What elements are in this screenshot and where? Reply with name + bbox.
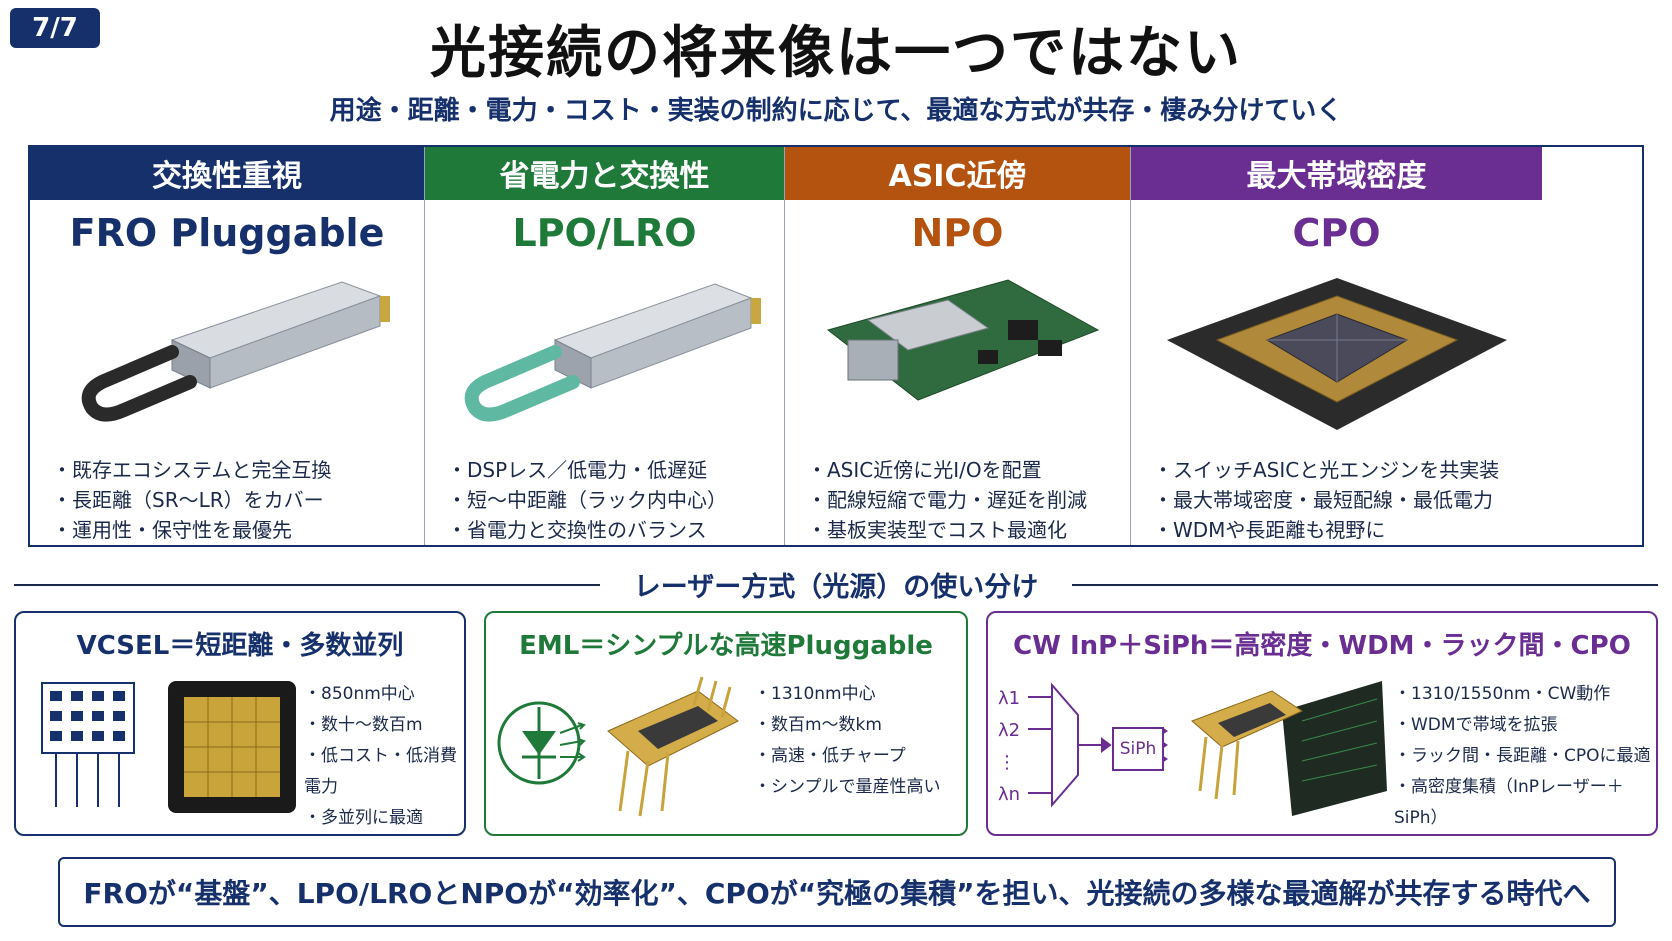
bullet: 数百m〜数km — [754, 710, 941, 741]
bullet: 1310nm中心 — [754, 679, 941, 710]
bullet: ラック間・長距離・CPOに最適 — [1394, 741, 1656, 772]
laser-title: CW InP＋SiPh＝高密度・WDM・ラック間・CPO — [1013, 631, 1631, 661]
bullet: ASIC近傍に光I/Oを配置 — [807, 455, 1130, 485]
siph-block: SiPh — [1112, 727, 1164, 771]
bullet: 多並列に最適 — [304, 803, 464, 834]
page-subtitle: 用途・距離・電力・コスト・実装の制約に応じて、最適な方式が共存・棲み分けていく — [329, 96, 1343, 126]
wdm-mux-diagram — [1028, 682, 1168, 808]
bullet: 省電力と交換性のバランス — [447, 515, 784, 545]
bullet: WDMで帯域を拡張 — [1394, 710, 1656, 741]
column-header: 交換性重視 — [30, 147, 424, 200]
column-bullets: DSPレス／低電力・低遅延 短〜中距離（ラック内中心） 省電力と交換性のバランス — [425, 445, 784, 545]
column-name: CPO — [1292, 210, 1381, 255]
lpo-module-illustration — [464, 283, 761, 422]
bullet: 短〜中距離（ラック内中心） — [447, 485, 784, 515]
bullet: DSPレス／低電力・低遅延 — [447, 455, 784, 485]
conclusion-box: FROが“基盤”、LPO/LROとNPOが“効率化”、CPOが“究極の集積”を担… — [58, 857, 1616, 927]
bullet: 高速・低チャープ — [754, 741, 941, 772]
wavelength-labels: λ1 λ2 ⋮ λn — [998, 683, 1028, 811]
bullet: 低コスト・低消費電力 — [304, 741, 464, 803]
wavelength-label: λ2 — [998, 720, 1021, 741]
bullet: 基板実装型でコスト最適化 — [807, 515, 1130, 545]
column-name: FRO Pluggable — [69, 210, 385, 255]
column-name: LPO/LRO — [512, 210, 697, 255]
column-header: 省電力と交換性 — [425, 147, 784, 200]
cpo-package-illustration — [1166, 278, 1507, 431]
vcsel-chip-image — [168, 681, 296, 813]
laser-card-eml: EML＝シンプルな高速Pluggable 1310nm中心 数百m〜数km 高速… — [484, 611, 968, 836]
architecture-comparison: 交換性重視 FRO Pluggable 既存エコシステムと完全互換 長距離（SR… — [28, 145, 1644, 547]
lpo-module-image — [425, 266, 784, 445]
bullet: 数十〜数百m — [304, 710, 464, 741]
vcsel-array-icon — [41, 682, 135, 807]
column-bullets: スイッチASICと光エンジンを共実装 最大帯域密度・最短配線・最低電力 WDMや… — [1131, 445, 1542, 545]
column-cpo: 最大帯域密度 CPO スイッチASICと光エンジンを共実装 最大帯域密度・最短配… — [1131, 147, 1542, 545]
laser-title: VCSEL＝短距離・多数並列 — [76, 631, 404, 661]
laser-card-cw-inp-siph: CW InP＋SiPh＝高密度・WDM・ラック間・CPO λ1 λ2 ⋮ λn … — [986, 611, 1658, 836]
laser-diode-icon — [497, 701, 586, 785]
page-badge: 7/7 — [10, 8, 100, 48]
wavelength-label: λ1 — [998, 688, 1021, 709]
bullet: 高密度集積（InPレーザー＋SiPh） — [1394, 772, 1656, 834]
laser-bullets: 1310nm中心 数百m〜数km 高速・低チャープ シンプルで量産性高い — [754, 679, 941, 803]
page-title: 光接続の将来像は一つではない — [430, 21, 1242, 86]
cpo-package-image — [1131, 266, 1542, 445]
column-name: NPO — [911, 210, 1004, 255]
wavelength-label: λn — [998, 784, 1021, 805]
column-bullets: 既存エコシステムと完全互換 長距離（SR〜LR）をカバー 運用性・保守性を最優先 — [30, 445, 424, 545]
laser-title: EML＝シンプルな高速Pluggable — [519, 631, 933, 661]
bullet: 1310/1550nm・CW動作 — [1394, 679, 1656, 710]
npo-board-illustration — [826, 279, 1099, 401]
laser-card-vcsel: VCSEL＝短距離・多数並列 850nm中心 数十〜数百m 低コスト・低消費電力… — [14, 611, 466, 836]
column-header: 最大帯域密度 — [1131, 147, 1542, 200]
inp-siph-module-image — [1191, 681, 1387, 816]
bullet: 運用性・保守性を最優先 — [52, 515, 424, 545]
bullet: 配線短縮で電力・遅延を削減 — [807, 485, 1130, 515]
bullet: 850nm中心 — [304, 679, 464, 710]
bullet: 既存エコシステムと完全互換 — [52, 455, 424, 485]
eml-butterfly-package-image — [607, 676, 739, 817]
bullet: スイッチASICと光エンジンを共実装 — [1153, 455, 1542, 485]
column-fro: 交換性重視 FRO Pluggable 既存エコシステムと完全互換 長距離（SR… — [30, 147, 425, 545]
section-title: レーザー方式（光源）の使い分け — [600, 565, 1072, 604]
bullet: 長距離（SR〜LR）をカバー — [52, 485, 424, 515]
column-header: ASIC近傍 — [785, 147, 1130, 200]
column-npo: ASIC近傍 NPO ASIC近傍に光I/Oを配置 配線短縮で電力・遅延を削減 … — [785, 147, 1131, 545]
bullet: WDMや長距離も視野に — [1153, 515, 1542, 545]
pluggable-module-illustration — [81, 281, 390, 422]
npo-board-image — [785, 266, 1130, 445]
bullet: シンプルで量産性高い — [754, 772, 941, 803]
laser-bullets: 1310/1550nm・CW動作 WDMで帯域を拡張 ラック間・長距離・CPOに… — [1394, 679, 1656, 834]
bullet: 最大帯域密度・最短配線・最低電力 — [1153, 485, 1542, 515]
pluggable-module-image — [30, 266, 424, 445]
column-bullets: ASIC近傍に光I/Oを配置 配線短縮で電力・遅延を削減 基板実装型でコスト最適… — [785, 445, 1130, 545]
column-lpo-lro: 省電力と交換性 LPO/LRO DSPレス／低電力・低遅延 短〜中距離（ラック内… — [425, 147, 785, 545]
wavelength-label: ⋮ — [998, 752, 1016, 773]
laser-bullets: 850nm中心 数十〜数百m 低コスト・低消費電力 多並列に最適 — [304, 679, 464, 834]
